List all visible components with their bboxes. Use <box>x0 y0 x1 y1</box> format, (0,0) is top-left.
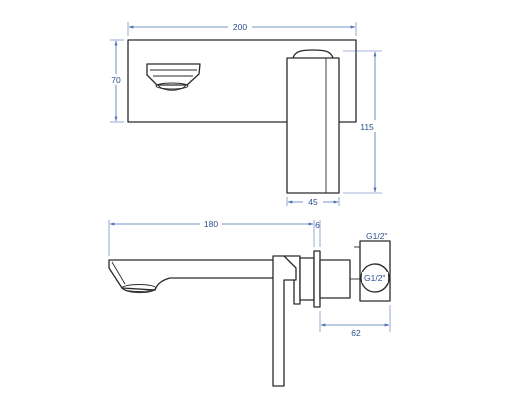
side-spout <box>108 259 277 294</box>
dim-plate-thickness: 6 <box>315 220 321 247</box>
side-view <box>108 240 391 387</box>
side-valve-body <box>319 259 351 299</box>
dim-front-width: 200 <box>127 21 357 36</box>
side-connector <box>350 240 391 302</box>
dim-lever-width: 45 <box>286 196 340 207</box>
thread-label-top: G1/2" <box>366 231 387 241</box>
dim-spout-length: 180 <box>108 218 315 256</box>
front-wall-plate <box>127 39 357 123</box>
front-view <box>127 39 357 194</box>
thread-label-center: G1/2" <box>364 273 385 283</box>
dim-lever-height-label: 115 <box>360 122 374 132</box>
dim-lever-height: 115 <box>343 50 390 194</box>
side-wall-plate <box>313 250 321 308</box>
side-lever <box>272 255 301 387</box>
side-body-neck <box>299 257 315 301</box>
dim-front-width-label: 200 <box>233 22 247 32</box>
front-spout-outlet <box>146 63 201 91</box>
dim-spout-length-label: 180 <box>204 219 218 229</box>
dim-front-height-label: 70 <box>111 75 121 85</box>
dim-plate-thickness-label: 6 <box>315 220 320 230</box>
dim-body-depth: 62 <box>319 305 391 339</box>
dim-front-height: 70 <box>108 39 124 123</box>
dim-lever-width-label: 45 <box>308 197 318 207</box>
front-lever-handle <box>286 49 340 194</box>
dim-body-depth-label: 62 <box>351 328 361 338</box>
